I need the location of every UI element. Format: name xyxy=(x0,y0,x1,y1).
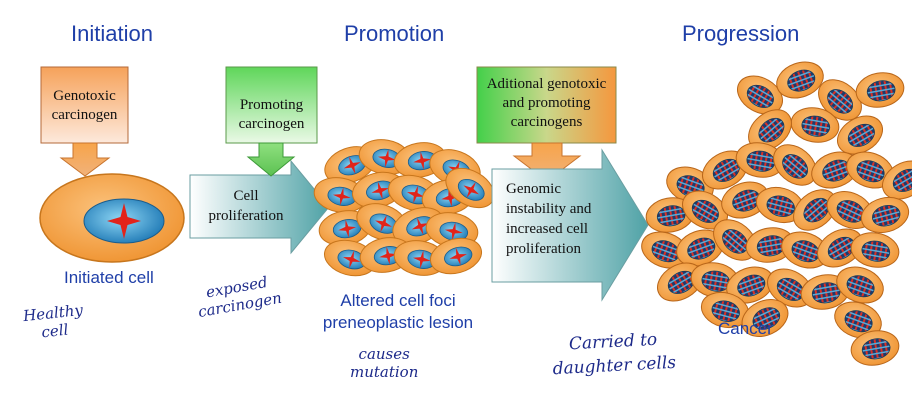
cancer-cell xyxy=(713,219,757,261)
cancer-label: Cancer xyxy=(718,319,773,338)
promoting-down-arrow xyxy=(246,142,296,177)
cancer-cell xyxy=(837,115,883,155)
cancer-cell xyxy=(676,229,724,267)
cancer-cell xyxy=(860,196,910,234)
genotoxic-carcinogen-text: Genotoxic carcinogen xyxy=(51,88,118,123)
foci-cell xyxy=(430,237,482,275)
additional-carcinogens-text: Aditional genotoxic and promoting carcin… xyxy=(486,76,607,130)
cancer-cell-cluster xyxy=(641,61,912,366)
altered-cell-foci-label: Altered cell foci preneoplastic lesion xyxy=(322,291,474,332)
cancer-cell xyxy=(882,160,912,200)
foci-cell xyxy=(445,167,495,209)
cancer-cell xyxy=(850,232,900,268)
cancer-cell xyxy=(741,299,789,337)
cancer-cell xyxy=(755,186,805,224)
genotoxic-down-arrow xyxy=(59,142,111,177)
cancer-cell xyxy=(834,301,882,339)
cancer-cell xyxy=(748,109,792,151)
cell-proliferation-arrow xyxy=(189,159,330,255)
handwritten-healthy-cell: Healthy cell xyxy=(22,300,84,342)
cancer-cell xyxy=(776,61,824,99)
foci-cell xyxy=(313,177,367,213)
additional-carcinogens-box xyxy=(476,66,617,144)
cancer-cell xyxy=(737,75,783,115)
altered-cell-foci-cluster xyxy=(313,139,495,277)
genomic-instability-text: Genomic instability and increased cell p… xyxy=(506,181,592,257)
cancer-cell xyxy=(793,189,837,231)
title-promotion: Promotion xyxy=(344,21,445,46)
cancer-cell xyxy=(641,231,689,269)
cancer-cell xyxy=(790,107,840,143)
cancer-cell xyxy=(850,330,900,366)
handwritten-carried-to: Carried to daughter cells xyxy=(552,329,677,380)
mutation-star-icon xyxy=(107,203,141,239)
promoting-carcinogen-text: Promoting carcinogen xyxy=(238,97,305,132)
initiated-cell-label: Initiated cell xyxy=(64,268,154,287)
title-initiation: Initiation xyxy=(71,21,153,46)
foci-cell xyxy=(352,171,404,209)
cell-proliferation-text: Cell proliferation xyxy=(208,188,284,224)
genomic-instability-arrow xyxy=(491,148,649,302)
cancer-cell xyxy=(855,72,905,108)
cancer-cell xyxy=(781,231,829,269)
cancer-cell xyxy=(836,266,884,304)
genotoxic-carcinogen-box xyxy=(40,66,129,144)
cancer-cell xyxy=(846,151,894,189)
cancer-cell xyxy=(817,228,863,268)
title-progression: Progression xyxy=(682,21,800,46)
handwritten-causes-mutation: causes mutation xyxy=(350,345,419,381)
